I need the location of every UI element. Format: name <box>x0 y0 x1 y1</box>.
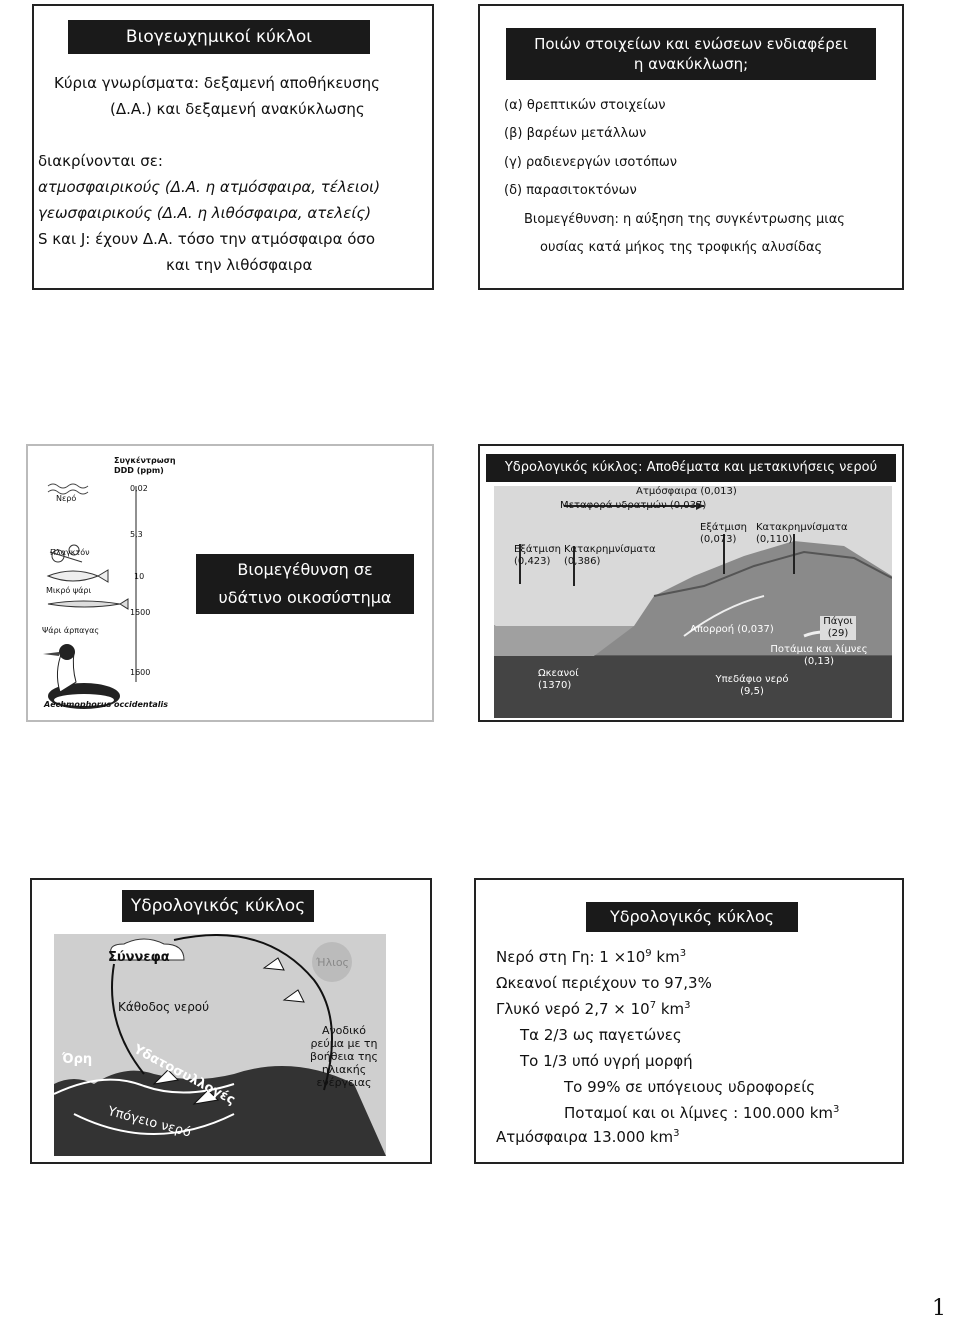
plankton-icon <box>49 544 83 563</box>
slide-title: Βιογεωχημικοί κύκλοι <box>68 20 370 54</box>
level-value: 0,02 <box>130 484 148 493</box>
text-line: S και J: έχουν Δ.Α. τόσο την ατμόσφαιρα … <box>38 230 376 248</box>
fact-line: Ποταμοί και οι λίμνες : 100.000 km3 <box>564 1104 839 1122</box>
slide-water-stocks: Υδρολογικός κύκλος: Αποθέματα και μετακι… <box>478 444 904 722</box>
fact-line: Ατμόσφαιρα 13.000 km3 <box>496 1128 679 1146</box>
list-item: (δ) παρασιτοκτόνων <box>504 183 637 198</box>
text-line: διακρίνονται σε: <box>38 152 163 170</box>
grebe-icon <box>43 644 120 709</box>
slide-title: Υδρολογικός κύκλος <box>122 890 314 922</box>
ddd-header: Συγκέντρωση DDD (ppm) <box>114 456 176 475</box>
level-label-predator: Ψάρι άρπαγας <box>42 626 100 635</box>
ocean-evaporation-label: Εξάτμιση (0,423) <box>514 544 561 567</box>
definition-line: Βιομεγέθυνση: η αύξηση της συγκέντρωσης … <box>524 212 845 227</box>
rivers-text: Ποταμοί και οι λίμνες : 100.000 km <box>564 1104 834 1122</box>
land-evaporation-label: Εξάτμιση (0,073) <box>700 522 747 545</box>
earth-water-text: Νερό στη Γη: 1 ×10 <box>496 948 646 966</box>
exponent: 3 <box>673 1128 680 1139</box>
sun-label: Ήλιος <box>316 956 349 969</box>
runoff-label: Απορροή (0,037) <box>690 624 774 635</box>
hydro-cycle-figure: Σύννεφα Ήλιος Κάθοδος νερού Όρη Υδατοσυλ… <box>54 934 386 1156</box>
slide-biogeochemical-cycles: Βιογεωχημικοί κύκλοι Κύρια γνωρίσματα: δ… <box>32 4 434 290</box>
definition-line: ουσίας κατά μήκος της τροφικής αλυσίδας <box>540 240 823 255</box>
sun-icon <box>312 942 352 982</box>
text-line: Κύρια γνωρίσματα: δεξαμενή αποθήκευσης <box>54 74 380 92</box>
fact-line: Τα 2/3 ως παγετώνες <box>520 1026 682 1044</box>
text-line: (Δ.Α.) και δεξαμενή ανακύκλωσης <box>110 100 365 118</box>
slide-recycling-elements: Ποιών στοιχείων και ενώσεων ενδιαφέρει η… <box>478 4 904 290</box>
fact-line: Το 99% σε υπόγειους υδροφορείς <box>564 1078 816 1096</box>
atmosphere-label: Ατμόσφαιρα (0,013) <box>636 486 737 497</box>
fact-line: Νερό στη Γη: 1 ×109 km3 <box>496 948 686 966</box>
title-line: υδάτινο οικοσύστημα <box>218 588 392 607</box>
slide-title: Υδρολογικός κύκλος <box>586 902 798 932</box>
text-line: και την λιθόσφαιρα <box>166 256 313 274</box>
unit: km <box>651 948 680 966</box>
species-label: Aechmophorus occidentalis <box>44 700 169 709</box>
slide-biomagnification: Συγκέντρωση DDD (ppm) Νερό 0,02 Πλαγκτόν… <box>26 444 434 722</box>
level-value: 1500 <box>130 608 151 617</box>
title-line: Βιομεγέθυνση σε <box>237 560 373 579</box>
level-value: 5,3 <box>130 530 143 539</box>
level-label-water: Νερό <box>56 494 77 503</box>
text-line: ατμοσφαιρικούς (Δ.Α. η ατμόσφαιρα, τέλει… <box>38 178 381 196</box>
title-line: Ποιών στοιχείων και ενώσεων ενδιαφέρει <box>534 35 848 53</box>
slide-title: Υδρολογικός κύκλος: Αποθέματα και μετακι… <box>486 454 896 482</box>
land-precipitation-label: Κατακρημνίσματα (0,110) <box>756 522 848 545</box>
page-number: 1 <box>932 1296 946 1321</box>
fact-line: Ωκεανοί περιέχουν το 97,3% <box>496 974 712 992</box>
clouds-label: Σύννεφα <box>108 950 170 965</box>
slide-hydrological-cycle-facts: Υδρολογικός κύκλος Νερό στη Γη: 1 ×109 k… <box>474 878 904 1164</box>
fresh-water-text: Γλυκό νερό 2,7 × 10 <box>496 1000 650 1018</box>
food-chain-figure <box>43 483 137 709</box>
exponent: 7 <box>649 1000 657 1011</box>
water-descent-label: Κάθοδος νερού <box>118 1000 210 1014</box>
list-item: (γ) ραδιενεργών ισοτόπων <box>504 155 678 170</box>
level-label-small-fish: Μικρό ψάρι <box>46 586 92 595</box>
ocean-precipitation-label: Κατακρημνίσματα (0,386) <box>564 544 656 567</box>
small-fish-icon <box>46 569 109 583</box>
exponent: 9 <box>645 948 652 959</box>
slide-title: Ποιών στοιχείων και ενώσεων ενδιαφέρει η… <box>506 28 876 80</box>
text-line: γεωσφαιρικούς (Δ.Α. η λιθόσφαιρα, ατελεί… <box>38 204 372 222</box>
rivers-lakes-label: Ποτάμια και λίμνες (0,13) <box>770 644 868 667</box>
unit: km <box>656 1000 685 1018</box>
level-value: 10 <box>134 572 145 581</box>
exponent: 3 <box>684 1000 691 1011</box>
level-value: 1600 <box>130 668 151 677</box>
level-label-plankton: Πλαγκτόν <box>50 548 90 557</box>
list-item: (β) βαρέων μετάλλων <box>504 126 647 141</box>
fact-line: Το 1/3 υπό υγρή μορφή <box>520 1052 693 1070</box>
slide-hydrological-cycle-diagram: Υδρολογικός κύκλος Σύννεφα Ήλιος Κάθοδος… <box>30 878 432 1164</box>
predator-fish-icon <box>47 598 129 610</box>
mountains-label: Όρη <box>62 1052 93 1067</box>
vapor-transport-label: Μεταφορά υδρατμών (0,037) <box>560 500 707 511</box>
title-line: η ανακύκλωση; <box>633 55 749 73</box>
fact-line: Γλυκό νερό 2,7 × 107 km3 <box>496 1000 691 1018</box>
ocean-label: Ωκεανοί (1370) <box>538 668 579 691</box>
exponent: 3 <box>679 948 687 959</box>
list-item: (α) θρεπτικών στοιχείων <box>504 98 666 113</box>
water-cycle-figure: Ατμόσφαιρα (0,013) Μεταφορά υδρατμών (0,… <box>494 486 892 718</box>
exponent: 3 <box>833 1104 840 1115</box>
atmosphere-text: Ατμόσφαιρα 13.000 km <box>496 1128 674 1146</box>
slide-title: Βιομεγέθυνση σε υδάτινο οικοσύστημα <box>196 554 414 614</box>
updraft-label: Ανοδικό ρεύμα με τη βοήθεια της ηλιακής … <box>310 1024 378 1089</box>
ice-label: Πάγοι (29) <box>820 616 856 640</box>
groundwater-label: Υπεδάφιο νερό (9,5) <box>715 674 789 697</box>
